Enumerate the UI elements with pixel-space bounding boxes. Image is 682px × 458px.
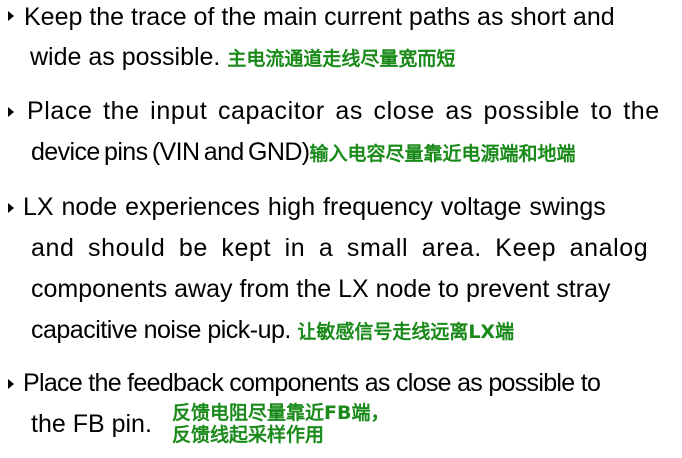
bullet-text: device pins (VIN and GND) [31, 138, 310, 166]
chinese-annotation: 输入电容尽量靠近电源端和地端 [309, 143, 576, 165]
bullet-text-line: components away from the LX node to prev… [31, 274, 610, 304]
bullet-text: components away from the LX node to prev… [31, 275, 611, 303]
chinese-annotation: 主电流通道走线尽量宽而短 [227, 48, 456, 70]
chinese-annotation-line: 反馈电阻尽量靠近FB端， [172, 402, 390, 424]
bullet-text-line: capacitive noise pick-up. 让敏感信号走线远离LX端 [31, 315, 514, 347]
chinese-annotation: 让敏感信号走线远离LX端 [297, 321, 515, 343]
bullet-text: LX node experiences high frequency volta… [23, 193, 606, 221]
bullet-text: Place the feedback components as close a… [23, 369, 601, 397]
bullet-text-line: and should be kept in a small area. Keep… [31, 233, 648, 263]
triangle-bullet-icon [8, 203, 14, 213]
bullet-text-line: the FB pin. [31, 409, 152, 439]
chinese-annotation: 反馈电阻尽量靠近FB端， 反馈线起采样作用 [172, 402, 389, 446]
triangle-bullet-icon [8, 379, 14, 389]
triangle-bullet-icon [8, 11, 14, 21]
bullet-text: capacitive noise pick-up. [31, 316, 291, 344]
bullet-text: the FB pin. [31, 410, 152, 438]
triangle-bullet-icon [8, 107, 14, 117]
bullet-text: Place the input capacitor as close as po… [27, 97, 660, 125]
bullet-text-line: Keep the trace of the main current paths… [24, 2, 615, 32]
bullet-text-line: Place the feedback components as close a… [23, 368, 601, 398]
bullet-text-line: LX node experiences high frequency volta… [23, 192, 606, 222]
bullet-text-line: Place the input capacitor as close as po… [27, 96, 660, 126]
bullet-text: Keep the trace of the main current paths… [24, 3, 615, 31]
bullet-text-line: device pins (VIN and GND)输入电容尽量靠近电源端和地端 [31, 137, 576, 169]
bullet-text-line: wide as possible. 主电流通道走线尽量宽而短 [30, 42, 455, 74]
chinese-annotation-line: 反馈线起采样作用 [172, 424, 325, 446]
bullet-text: wide as possible. [30, 43, 221, 71]
bullet-text: and should be kept in a small area. Keep… [31, 234, 649, 262]
